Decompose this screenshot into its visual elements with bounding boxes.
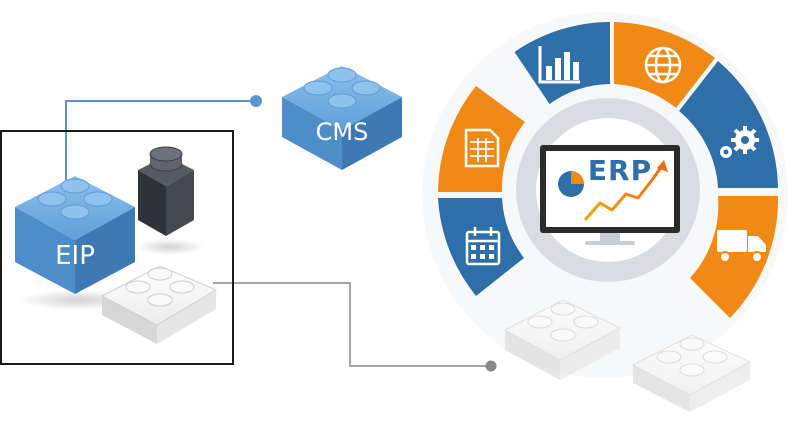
bar-chart-icon <box>538 46 580 84</box>
erp-wheel: ERP <box>422 12 788 378</box>
eip-module-frame <box>0 130 234 365</box>
cms-label: CMS <box>316 118 369 146</box>
wheel-segment-settings <box>679 61 778 188</box>
white-brick-faded-1 <box>503 299 622 380</box>
wheel-segment-reports <box>438 86 525 192</box>
truck-icon <box>717 230 766 263</box>
erp-label: ERP <box>588 154 652 187</box>
eip-label: EIP <box>55 241 95 271</box>
gears-icon <box>720 126 759 158</box>
calendar-icon <box>465 227 501 266</box>
erp-monitor: ERP <box>540 145 680 245</box>
eip-brick: EIP <box>15 176 138 310</box>
eip-cms-connector <box>65 95 262 190</box>
trend-line-icon <box>583 165 664 221</box>
globe-icon <box>644 46 682 84</box>
pie-chart-icon <box>558 171 584 197</box>
dark-brick <box>136 146 204 255</box>
white-brick-left <box>100 265 218 344</box>
module-erp-connector <box>213 282 497 372</box>
spreadsheet-icon <box>464 128 500 168</box>
wheel-segment-analytics <box>514 22 610 104</box>
wheel-segment-logistics <box>690 196 779 318</box>
cms-brick: CMS <box>282 66 402 170</box>
white-brick-faded-2 <box>631 334 752 412</box>
